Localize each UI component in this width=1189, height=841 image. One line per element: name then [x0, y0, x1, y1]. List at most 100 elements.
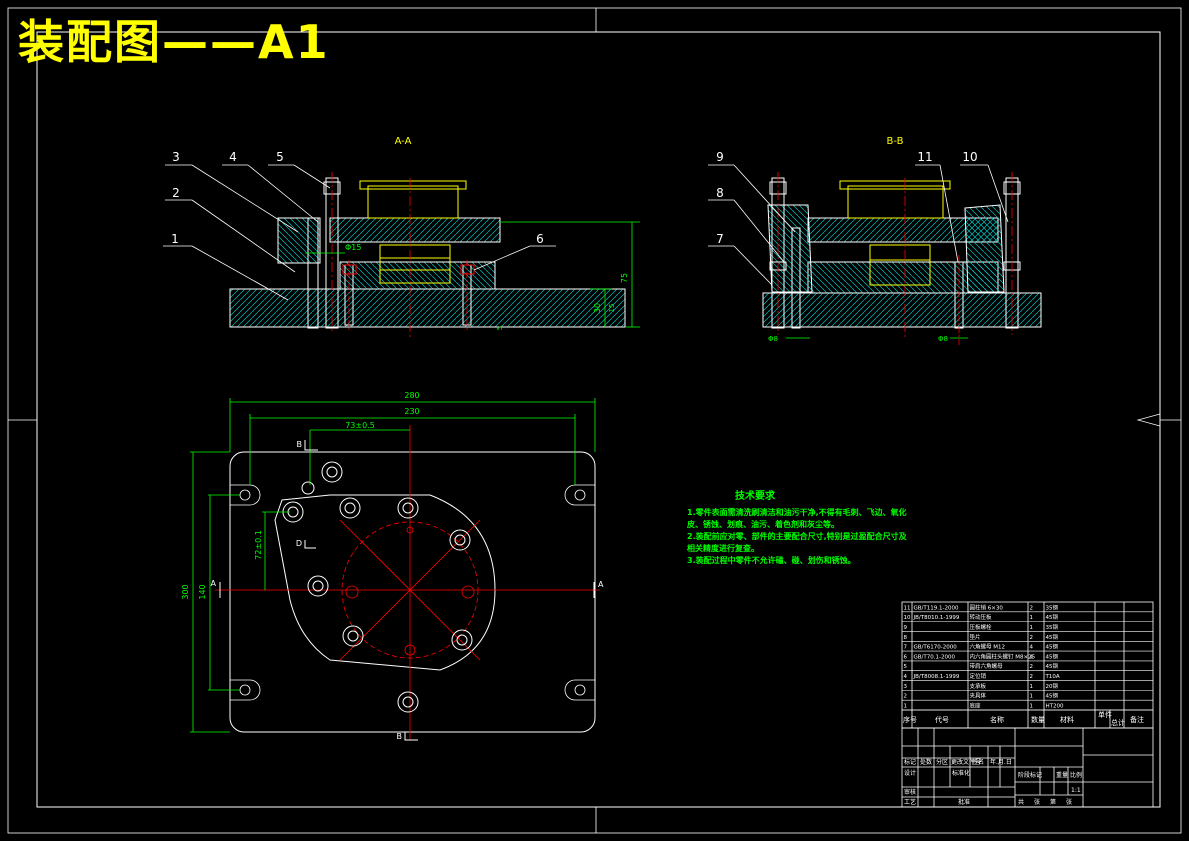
dim-offset-y: 72±0.1: [254, 530, 263, 560]
tb-sign: 签名: [972, 758, 984, 766]
cut-mark-d: D: [296, 539, 302, 548]
balloon-11: 11: [917, 150, 932, 164]
bom-cell: 1: [1030, 694, 1034, 700]
bom-cell: 夹具体: [970, 692, 987, 700]
tech-line-3: 2.装配前应对零、部件的主要配合尺寸,特别是过盈配合尺寸及: [687, 532, 907, 541]
bom-header-cell: 材料: [1060, 715, 1074, 724]
cut-mark-a-left: A: [211, 579, 217, 588]
dim-section-height: 75: [620, 273, 629, 283]
dim-overall-width: 280: [404, 391, 419, 400]
title-block-text: 标记 处数 分区 更改文件号 签名 年.月.日 设计 标准化 审核 工艺 批准 …: [904, 758, 1082, 806]
balloon-1: 1: [171, 232, 179, 246]
bom-cell: 45钢: [1046, 643, 1059, 651]
tb-sheet2: 张: [1066, 798, 1072, 806]
bom-cell: 压板螺栓: [970, 623, 993, 631]
dim-overall-height: 300: [181, 584, 190, 599]
dim-slot-width: 230: [404, 407, 419, 416]
tb-date: 年.月.日: [990, 758, 1012, 766]
bom-cell: 6: [904, 654, 908, 660]
bom-cell: 2: [1030, 635, 1034, 641]
bom-cell: 45钢: [1046, 662, 1059, 670]
bom-cell: 20钢: [1046, 682, 1059, 690]
section-b-view: B-B Φ8 Φ8 7: [708, 136, 1042, 345]
cut-mark-b-bottom: B: [397, 732, 403, 741]
tb-mark: 标记: [904, 758, 916, 766]
bom-cell: 7: [904, 645, 908, 651]
dim-diam-left: Φ15: [345, 243, 361, 252]
title-block: [901, 727, 1154, 808]
tb-design: 设计: [904, 769, 916, 777]
balloon-7: 7: [716, 232, 724, 246]
tb-approve: 批准: [958, 798, 970, 806]
balloon-5: 5: [276, 150, 284, 164]
bom-cell: 45钢: [1046, 692, 1059, 700]
bom-cell: 5: [904, 664, 908, 670]
bom-cell: 2: [1030, 664, 1034, 670]
bom-cell: GB/T119.1-2000: [914, 605, 959, 611]
bom-cell: 圆柱销 6×30: [970, 603, 1004, 611]
bom-cell: GB/T6170-2000: [914, 645, 958, 651]
balloon-9: 9: [716, 150, 724, 164]
section-b-label: B-B: [887, 136, 904, 147]
bom-cell: 1: [904, 704, 908, 710]
bom-cell: JB/T8008.1-1999: [913, 674, 960, 680]
bom-cell: 转动压板: [970, 613, 993, 621]
tb-num: 第: [1050, 798, 1056, 806]
bom-cell: 内六角圆柱头螺钉 M8×25: [970, 652, 1036, 660]
bom-cell: 1: [1030, 684, 1034, 690]
tech-line-1: 1.零件表面需清洗刷清洁和油污干净,不得有毛刺、飞边、氧化: [687, 508, 907, 517]
balloon-3: 3: [172, 150, 180, 164]
tech-line-4: 相关精度进行复查。: [687, 544, 759, 553]
tb-ratio: 比例: [1070, 771, 1082, 779]
bom-cell: HT200: [1046, 704, 1064, 710]
tech-requirements: 1.零件表面需清洗刷清洁和油污干净,不得有毛刺、飞边、氧化 皮、锈蚀、划痕、油污…: [687, 507, 907, 567]
bom-cell: 4: [1030, 645, 1034, 651]
bom-cell: 支承板: [970, 682, 987, 690]
balloon-6: 6: [536, 232, 544, 246]
bom-header-cell: 单件: [1098, 710, 1112, 719]
cut-mark-b-top: B: [297, 440, 303, 449]
bom-header-cell: 代号: [935, 715, 949, 724]
bom-cell: 3: [904, 684, 908, 690]
drawing-frame: [7, 7, 1182, 834]
bom-cell: 1: [1030, 615, 1034, 621]
bom-cell: 8: [904, 635, 908, 641]
bom-cell: 45钢: [1046, 633, 1059, 641]
bom-cell: 定位销: [970, 672, 987, 680]
balloon-10: 10: [962, 150, 977, 164]
balloon-8: 8: [716, 186, 724, 200]
balloon-2: 2: [172, 186, 180, 200]
dim-base-thk: 15: [608, 304, 616, 313]
bom-cell: 垫片: [970, 633, 981, 641]
section-a-view: A-A: [163, 136, 640, 338]
tech-requirements-title: 技术要求: [735, 491, 775, 502]
bom-cell: 带肩六角螺母: [970, 662, 1004, 670]
bom-header-cell: 备注: [1130, 715, 1144, 724]
tb-total: 共: [1018, 798, 1024, 806]
tb-stage: 阶段标记: [1018, 771, 1042, 779]
bom-cell: JB/T8010.1-1999: [913, 615, 960, 621]
bom-cell: T10A: [1045, 674, 1060, 680]
bom-header-cell: 数量: [1031, 715, 1045, 724]
tb-standard: 标准化: [952, 769, 970, 777]
bom-cell: 35钢: [1046, 623, 1059, 631]
dim-diam-b2: Φ8: [938, 335, 948, 343]
balloon-4: 4: [229, 150, 237, 164]
bom-cell: 1: [1030, 625, 1034, 631]
dim-offset-x: 73±0.5: [345, 421, 375, 430]
bom-cell: 45钢: [1046, 652, 1059, 660]
bom-cell: GB/T70.1-2000: [914, 654, 956, 660]
plan-view: 280 230 73±0.5 300 140 72±0.1 A A B B D: [181, 391, 604, 741]
dim-slot-height: 140: [198, 584, 207, 599]
cut-mark-a-right: A: [598, 580, 604, 589]
dim-diam-b1: Φ8: [768, 335, 778, 343]
tb-weight: 重量: [1056, 771, 1068, 779]
bom-cell: 2: [904, 694, 908, 700]
bom-header-cell: 序号: [903, 715, 917, 724]
bom-cell: 11: [904, 605, 911, 611]
bom-cell: 10: [904, 615, 911, 621]
bom-cell: 45钢: [1046, 613, 1059, 621]
bom-cell: 4: [904, 674, 908, 680]
dim-small: 5: [496, 326, 504, 330]
dim-base-height: 30: [593, 303, 602, 313]
